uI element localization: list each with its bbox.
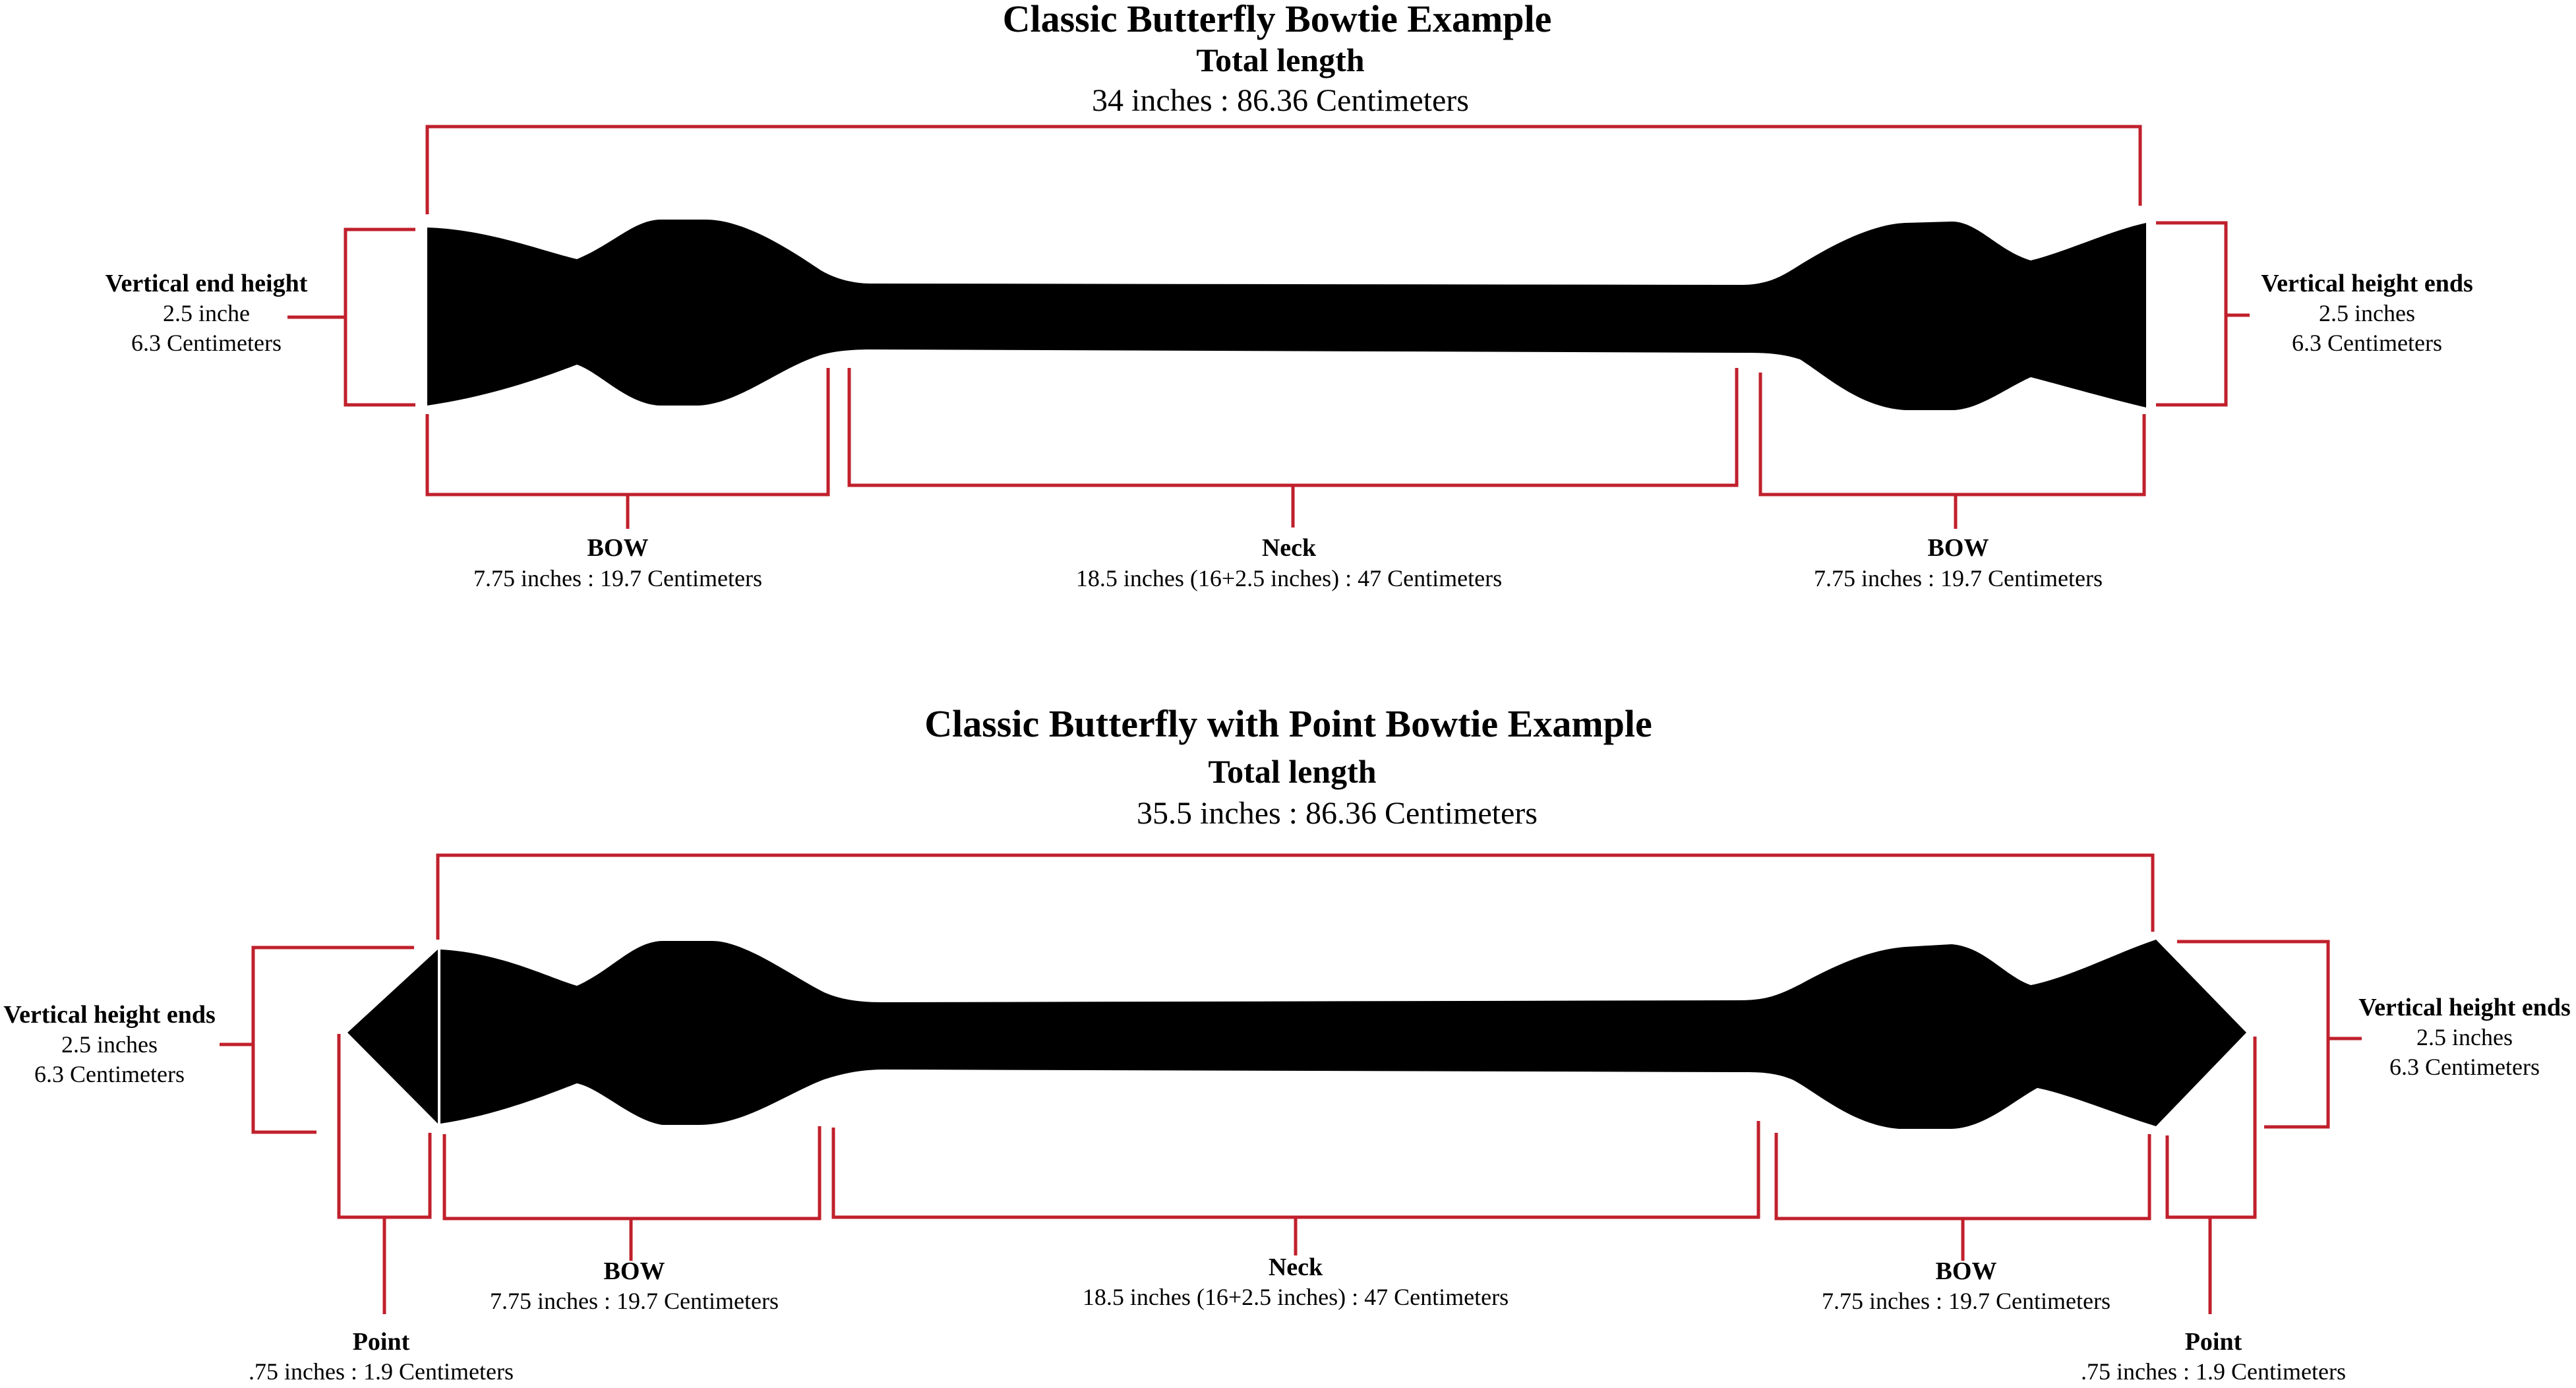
diagram-1-right-end-bracket bbox=[2156, 221, 2250, 407]
diagram-2-point-right-value: .75 inches : 1.9 Centimeters bbox=[2081, 1358, 2346, 1385]
diagram-1: Classic Butterfly Bowtie Example Total l… bbox=[105, 0, 2473, 591]
diagram-1-bow-right-bracket bbox=[1758, 373, 2146, 529]
diagram-2-total-label: Total length bbox=[1208, 753, 1376, 790]
diagram-1-left-end-value-cm: 6.3 Centimeters bbox=[131, 330, 282, 356]
diagram-1-neck-value: 18.5 inches (16+2.5 inches) : 47 Centime… bbox=[1076, 565, 1502, 591]
diagram-2-bow-left-value: 7.75 inches : 19.7 Centimeters bbox=[490, 1288, 779, 1314]
diagram-2-point-right-bracket bbox=[2165, 1037, 2257, 1314]
diagram-1-bow-left-label: BOW bbox=[587, 534, 649, 562]
diagram-2-left-point-shape bbox=[347, 950, 438, 1124]
diagram-2-bow-right-bracket bbox=[1774, 1133, 2151, 1261]
diagram-2-point-left-bracket bbox=[337, 1034, 432, 1314]
diagram-1-total-value: 34 inches : 86.36 Centimeters bbox=[1092, 83, 1469, 118]
diagram-2-point-right-label: Point bbox=[2185, 1328, 2242, 1356]
diagram-1-right-end-label: Vertical height ends bbox=[2261, 270, 2473, 297]
diagram-1-left-end-label: Vertical end height bbox=[105, 270, 308, 297]
diagram-2-bowtie-shape bbox=[440, 940, 2156, 1129]
diagram-2-neck-bracket bbox=[831, 1121, 1760, 1255]
diagram-2-bow-right-label: BOW bbox=[1936, 1257, 1997, 1285]
diagram-2: Classic Butterfly with Point Bowtie Exam… bbox=[3, 702, 2571, 1385]
diagram-2-neck-label: Neck bbox=[1269, 1253, 1323, 1281]
diagram-1-title: Classic Butterfly Bowtie Example bbox=[1003, 0, 1552, 40]
diagram-1-neck-bracket bbox=[847, 368, 1739, 528]
diagram-2-left-end-value-cm: 6.3 Centimeters bbox=[34, 1061, 185, 1087]
diagram-2-total-value: 35.5 inches : 86.36 Centimeters bbox=[1137, 796, 1538, 831]
diagram-2-bow-right-value: 7.75 inches : 19.7 Centimeters bbox=[1822, 1288, 2111, 1314]
diagram-2-total-length-bracket bbox=[436, 853, 2155, 940]
diagram-2-bow-left-label: BOW bbox=[604, 1257, 665, 1285]
diagram-1-total-length-bracket bbox=[425, 125, 2142, 214]
diagram-2-right-end-label: Vertical height ends bbox=[2358, 994, 2571, 1021]
diagram-1-bow-right-label: BOW bbox=[1928, 534, 1989, 562]
diagram-1-right-end-value-cm: 6.3 Centimeters bbox=[2292, 330, 2442, 356]
diagram-2-right-end-value-in: 2.5 inches bbox=[2416, 1024, 2513, 1050]
diagram-2-left-end-label: Vertical height ends bbox=[3, 1001, 216, 1029]
diagram-2-right-end-bracket bbox=[2177, 940, 2362, 1129]
diagram-1-bow-left-bracket bbox=[425, 368, 830, 529]
diagram-1-left-end-bracket bbox=[287, 227, 415, 407]
diagram-2-neck-value: 18.5 inches (16+2.5 inches) : 47 Centime… bbox=[1083, 1284, 1509, 1310]
diagram-1-bow-right-value: 7.75 inches : 19.7 Centimeters bbox=[1814, 565, 2103, 591]
diagram-2-point-left-value: .75 inches : 1.9 Centimeters bbox=[249, 1358, 514, 1385]
diagram-2-right-point-shape bbox=[2156, 940, 2246, 1126]
diagram-2-right-end-value-cm: 6.3 Centimeters bbox=[2389, 1054, 2540, 1080]
diagram-1-total-label: Total length bbox=[1196, 42, 1364, 78]
diagram-1-right-end-value-in: 2.5 inches bbox=[2319, 300, 2415, 326]
diagram-2-left-end-value-in: 2.5 inches bbox=[61, 1031, 158, 1058]
diagram-2-left-end-bracket bbox=[220, 946, 414, 1134]
diagram-2-title: Classic Butterfly with Point Bowtie Exam… bbox=[924, 702, 1652, 745]
diagram-2-bow-left-bracket bbox=[442, 1126, 822, 1261]
diagram-1-neck-label: Neck bbox=[1262, 534, 1317, 562]
diagram-2-point-left-label: Point bbox=[353, 1328, 410, 1356]
diagram-1-bowtie-shape bbox=[427, 220, 2146, 410]
diagram-1-bow-left-value: 7.75 inches : 19.7 Centimeters bbox=[473, 565, 762, 591]
diagram-1-left-end-value-in: 2.5 inche bbox=[163, 300, 250, 326]
